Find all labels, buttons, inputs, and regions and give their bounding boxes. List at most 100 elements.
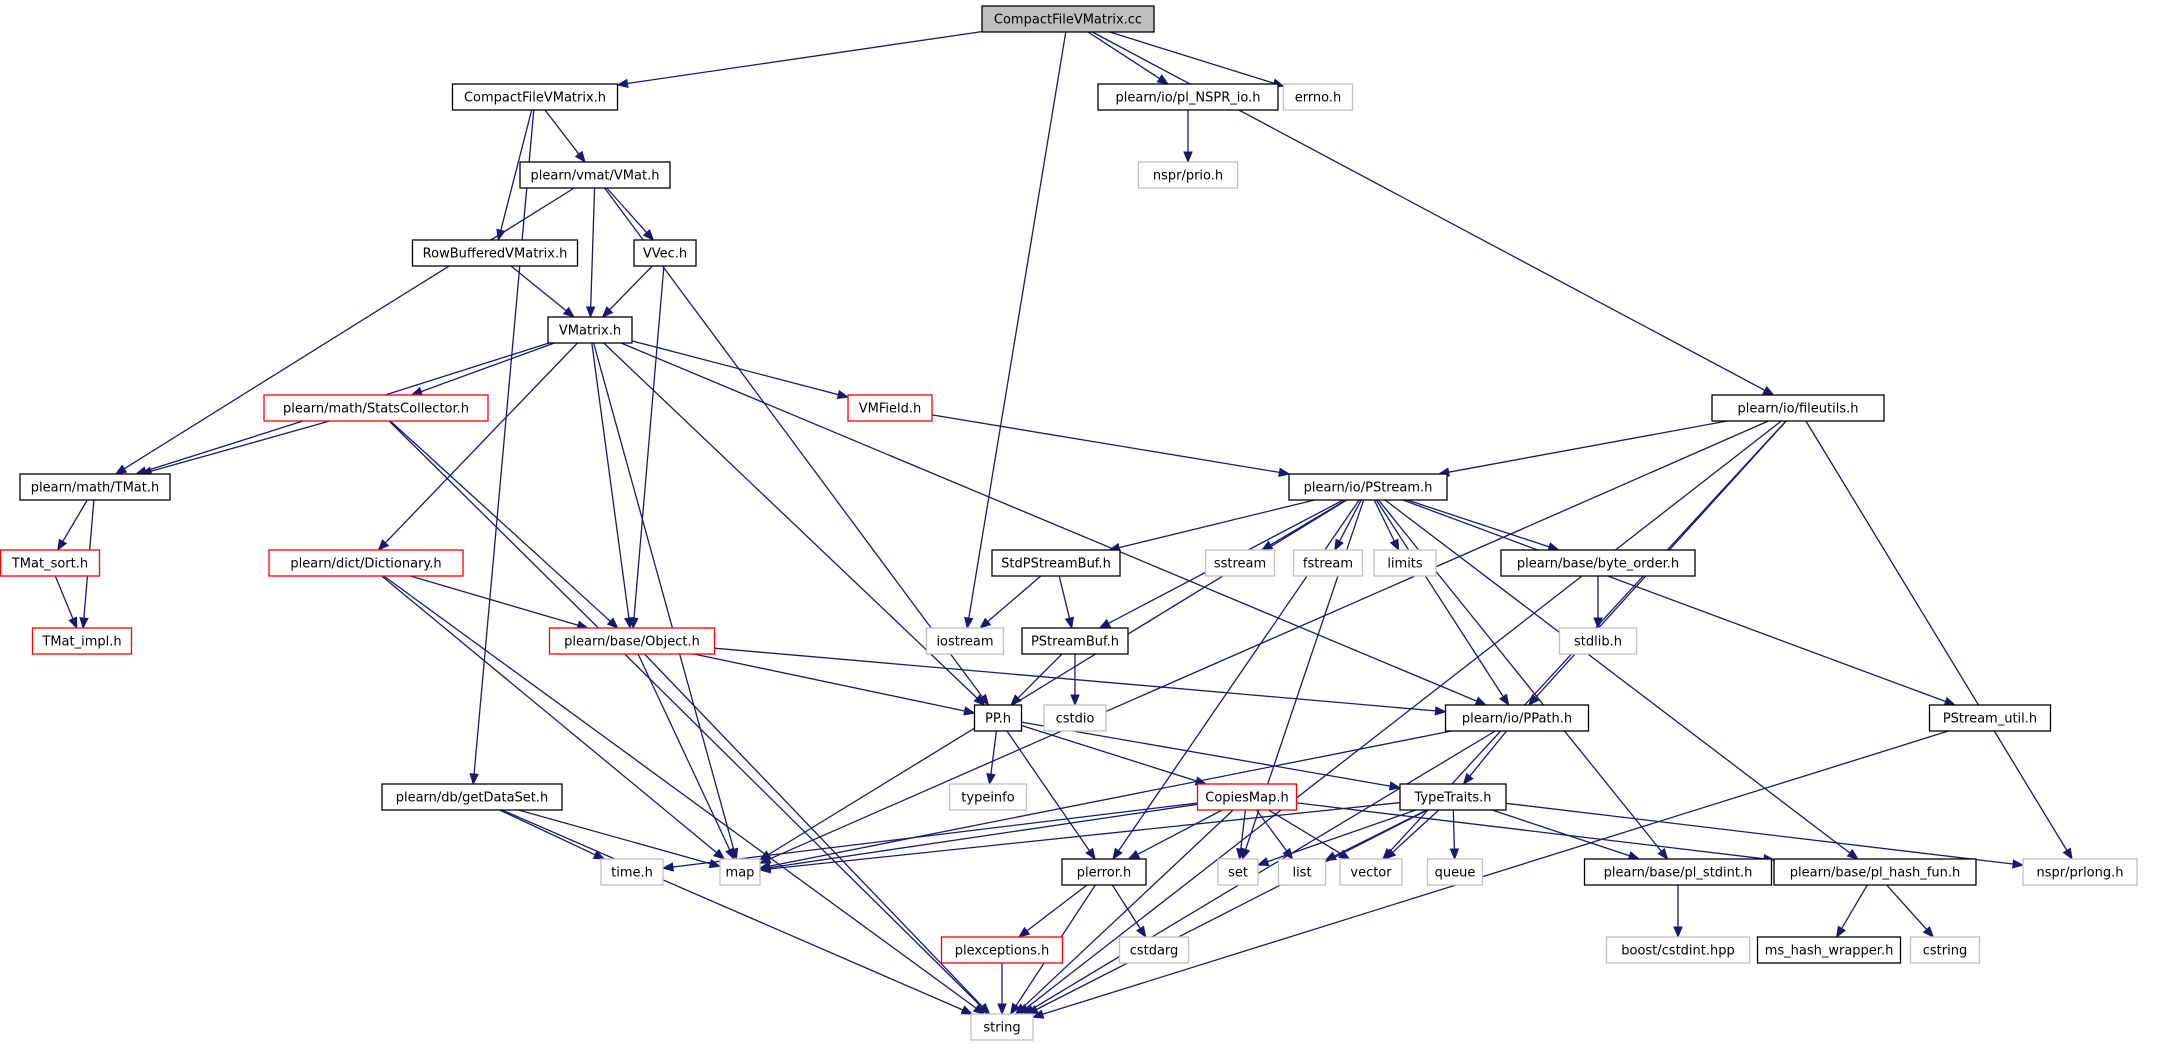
edge-vmatrix-to-pp (603, 342, 986, 706)
arrowhead (661, 862, 674, 872)
edge-psutil-to-string (1031, 730, 1949, 1019)
edge-line (769, 801, 1401, 870)
node-mshash[interactable]: ms_hash_wrapper.h (1756, 936, 1902, 964)
node-label: iostream (936, 635, 993, 650)
node-plexc: plexceptions.h (940, 936, 1064, 964)
node-label: plearn/base/pl_hash_fun.h (1790, 866, 1960, 881)
node-label: TypeTraits.h (1413, 791, 1491, 806)
node-tmatimpl: TMat_impl.h (31, 627, 133, 655)
arrowhead (601, 306, 614, 318)
arrowhead (1112, 847, 1123, 861)
edge-stdpsb-to-psb (1058, 575, 1075, 630)
arrowhead (1127, 849, 1141, 860)
node-vmatrix[interactable]: VMatrix.h (547, 316, 633, 344)
edge-vmat-to-tmat (114, 187, 575, 475)
node-prlong: nspr/prlong.h (2022, 858, 2138, 886)
node-label: errno.h (1295, 91, 1342, 106)
node-label: nspr/prio.h (1153, 169, 1223, 184)
edge-line (1006, 730, 1090, 852)
node-box (719, 858, 761, 886)
edge-line (1452, 809, 1456, 850)
node-label: plearn/base/byte_order.h (1517, 557, 1679, 572)
edge-copiesmap-to-string (1014, 809, 1234, 1015)
node-box (1097, 83, 1279, 111)
arrowhead (1943, 696, 1957, 706)
node-byteorder[interactable]: plearn/base/byte_order.h (1500, 549, 1696, 577)
node-label: CopiesMap.h (1205, 791, 1288, 806)
node-plerror[interactable]: plerror.h (1061, 858, 1147, 886)
edge-typetraits-to-string (1026, 809, 1428, 1015)
node-rowbuf[interactable]: RowBufferedVMatrix.h (411, 239, 579, 267)
node-fstream: fstream (1292, 549, 1364, 577)
arrowhead (1762, 385, 1775, 396)
arrowhead (1031, 1009, 1045, 1019)
edge-pp-to-copiesmap (1021, 724, 1208, 786)
node-typetraits[interactable]: TypeTraits.h (1399, 783, 1507, 811)
edge-typetraits-to-prlong (1505, 802, 2025, 869)
edge-line (1469, 730, 1508, 777)
node-label: string (983, 1021, 1020, 1036)
arrowhead (713, 848, 726, 860)
node-psb[interactable]: PStreamBuf.h (1021, 627, 1129, 655)
edge-line (603, 342, 978, 699)
node-tmat[interactable]: plearn/math/TMat.h (19, 473, 171, 501)
arrowhead (57, 538, 68, 552)
node-pp[interactable]: PP.h (973, 704, 1023, 732)
node-hashfun[interactable]: plearn/base/pl_hash_fun.h (1773, 858, 1977, 886)
edge-line (604, 187, 983, 698)
node-stdint[interactable]: plearn/base/pl_stdint.h (1583, 858, 1773, 886)
node-getds[interactable]: plearn/db/getDataSet.h (381, 783, 563, 811)
arrowhead (1236, 848, 1246, 861)
node-fileutils[interactable]: plearn/io/fileutils.h (1711, 394, 1885, 422)
edge-line (1240, 809, 1247, 850)
edge-line (473, 109, 535, 775)
edge-line (383, 575, 977, 1009)
node-box (548, 627, 716, 655)
edge-line (1841, 884, 1868, 929)
node-vmat[interactable]: plearn/vmat/VMat.h (519, 161, 671, 189)
node-cfvmh[interactable]: CompactFileVMatrix.h (451, 83, 619, 111)
edge-line (1058, 575, 1071, 619)
edge-line (1392, 809, 1440, 853)
node-psutil[interactable]: PStream_util.h (1928, 704, 2052, 732)
node-label: cstdarg (1130, 944, 1179, 959)
edge-line (1402, 499, 1946, 703)
node-nspr_io[interactable]: plearn/io/pl_NSPR_io.h (1097, 83, 1279, 111)
edge-pstream-to-stdpsb (1108, 499, 1315, 553)
edge-line (384, 342, 578, 544)
edge-dict-to-map (381, 575, 726, 860)
node-box (1061, 858, 1147, 886)
edge-stats-to-object (389, 420, 619, 629)
node-boostint: boost/cstdint.hpp (1605, 936, 1751, 964)
graph-nodes: CompactFileVMatrix.ccCompactFileVMatrix.… (0, 5, 2138, 1041)
arrowhead (1449, 848, 1460, 861)
node-label: time.h (611, 866, 653, 881)
edge-line (420, 342, 555, 393)
arrowhead (1593, 617, 1603, 630)
edge-vvec-to-vmatrix (601, 265, 653, 318)
edge-line (931, 414, 1280, 474)
arrowhead (574, 150, 586, 164)
edge-line (592, 342, 735, 850)
node-stdpsb[interactable]: StdPStreamBuf.h (991, 549, 1121, 577)
node-ppath[interactable]: plearn/io/PPath.h (1444, 704, 1590, 732)
arrowhead (1474, 696, 1488, 706)
node-dict: plearn/dict/Dictionary.h (268, 549, 464, 577)
node-root: CompactFileVMatrix.cc (981, 5, 1155, 33)
node-set: set (1217, 858, 1259, 886)
node-queue: queue (1426, 858, 1484, 886)
edge-line (1384, 499, 1851, 854)
edge-fileutils-to-string (1017, 420, 1782, 1015)
edge-vmatrix-to-stats (410, 342, 555, 396)
arrowhead (1836, 925, 1847, 939)
edge-line (1137, 809, 1223, 855)
arrowhead (1673, 926, 1683, 939)
edge-line (1031, 730, 1496, 1010)
node-box (1711, 394, 1885, 422)
edge-line (1805, 420, 2068, 851)
edge-line (1448, 420, 1728, 473)
edge-line (1407, 499, 1550, 548)
node-pstream[interactable]: plearn/io/PStream.h (1288, 473, 1448, 501)
edge-getds-to-string (501, 809, 974, 1015)
node-vvec[interactable]: VVec.h (633, 239, 697, 267)
